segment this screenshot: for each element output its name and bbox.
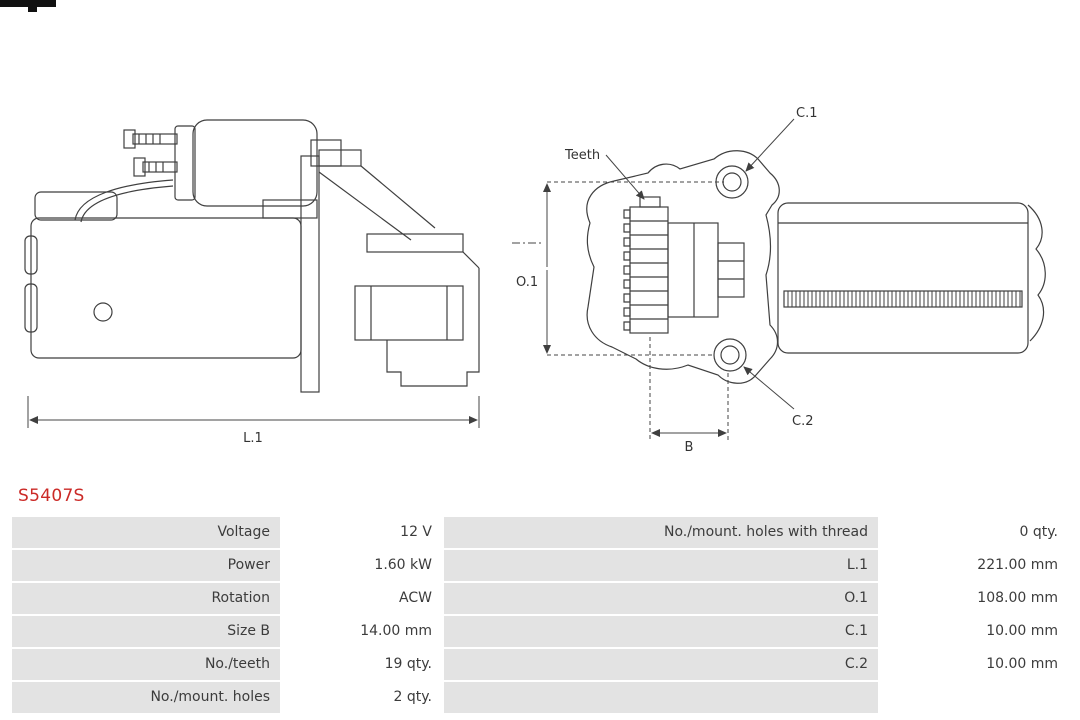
spec-label-cell: C.1: [444, 616, 878, 647]
spec-label-cell: Voltage: [12, 517, 280, 548]
b-dimension: [649, 337, 729, 441]
spec-label-cell: No./mount. holes with thread: [444, 517, 878, 548]
corner-logo-stub: [28, 0, 37, 12]
spec-label-cell: L.1: [444, 550, 878, 581]
spec-value-cell: 221.00 mm: [880, 550, 1068, 581]
side-view-drawing: L.1: [24, 119, 480, 446]
spec-value-cell: 12 V: [282, 517, 442, 548]
o1-dimension: [512, 181, 724, 356]
spec-value-cell: [880, 682, 1068, 713]
dim-label-l1: L.1: [243, 431, 263, 446]
spec-value-cell: ACW: [282, 583, 442, 614]
front-view-drawing: O.1 Teeth C.1 C.2 B: [512, 106, 1046, 455]
spec-label-cell: O.1: [444, 583, 878, 614]
teeth-leader-line: [605, 154, 645, 200]
c2-leader-line: [743, 366, 795, 410]
dim-label-c2: C.2: [792, 414, 813, 429]
spec-label-cell: Rotation: [12, 583, 280, 614]
spec-value-cell: 0 qty.: [880, 517, 1068, 548]
spec-value-cell: 10.00 mm: [880, 649, 1068, 680]
part-number: S5407S: [18, 486, 85, 506]
dim-label-o1: O.1: [516, 275, 538, 290]
spec-value-cell: 19 qty.: [282, 649, 442, 680]
spec-table: Voltage 12 V No./mount. holes with threa…: [12, 517, 1068, 713]
spec-label-cell: No./teeth: [12, 649, 280, 680]
dim-label-c1: C.1: [796, 106, 817, 121]
spec-value-cell: 108.00 mm: [880, 583, 1068, 614]
spec-value-cell: 1.60 kW: [282, 550, 442, 581]
spec-label-cell: Size B: [12, 616, 280, 647]
spec-label-cell: [444, 682, 878, 713]
dim-label-b: B: [685, 440, 694, 455]
spec-value-cell: 2 qty.: [282, 682, 442, 713]
spec-value-cell: 14.00 mm: [282, 616, 442, 647]
c1-leader-line: [745, 118, 795, 172]
corner-logo-artifact: [0, 0, 60, 12]
teeth-label: Teeth: [564, 148, 600, 163]
l1-dimension: [27, 396, 480, 428]
spec-label-cell: No./mount. holes: [12, 682, 280, 713]
spec-label-cell: C.2: [444, 649, 878, 680]
spec-label-cell: Power: [12, 550, 280, 581]
spec-value-cell: 10.00 mm: [880, 616, 1068, 647]
